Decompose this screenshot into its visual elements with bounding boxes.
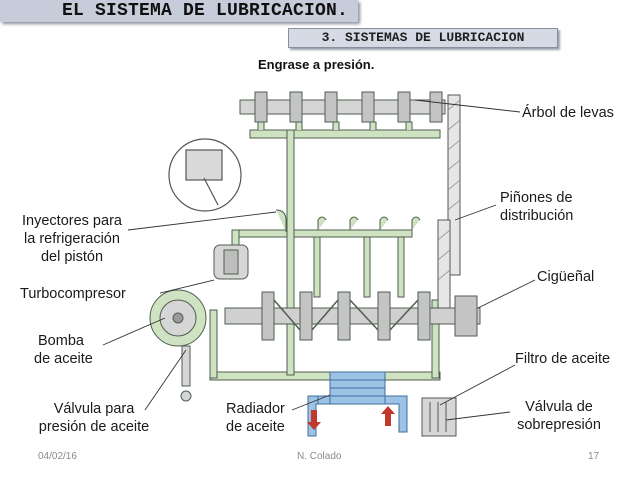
oil-radiator [307,371,408,437]
footer-page-number: 17 [588,451,600,462]
label-pressure-valve-2: presión de aceite [38,419,150,435]
turbocharger [213,244,249,280]
section-title: 3. SISTEMAS DE LUBRICACION [321,30,525,45]
upper-oil-gallery [249,129,441,139]
pump-riser [209,309,218,379]
label-camshaft: Árbol de levas [522,105,614,121]
section-badge: 3. SISTEMAS DE LUBRICACION [288,28,558,48]
label-injectors-2: la refrigeración [24,231,120,247]
injector-branch [275,209,287,232]
label-injectors-1: Inyectores para [22,213,122,229]
label-radiator-2: de aceite [226,419,285,435]
label-relief-valve-2: sobrepresión [517,417,601,433]
label-pump-2: de aceite [34,351,93,367]
filter-riser [431,299,440,379]
oil-pump [149,289,207,347]
pressure-valve [180,345,192,402]
label-timing-gears-1: Piñones de [500,190,573,206]
title-bar: EL SISTEMA DE LUBRICACION. [0,0,358,22]
middle-oil-gallery [231,229,413,238]
camshaft [239,91,446,123]
diagram-caption: Engrase a presión. [258,57,375,72]
slide-title: EL SISTEMA DE LUBRICACION. [62,1,349,21]
label-timing-gears-2: distribución [500,208,574,224]
crankshaft [224,291,481,341]
label-relief-valve-1: Válvula de [525,399,593,415]
label-radiator-1: Radiador [226,401,285,417]
footer-date: 04/02/16 [38,451,77,462]
main-riser [286,129,295,376]
label-injectors-3: del pistón [40,249,104,265]
piston-inset [168,138,242,212]
oil-filter [421,397,457,437]
footer-author: N. Colado [297,451,342,462]
label-crankshaft: Cigüeñal [537,269,595,285]
flow-arrows [307,406,395,430]
label-oil-filter: Filtro de aceite [515,351,611,367]
lower-oil-gallery [209,371,441,381]
label-pressure-valve-1: Válvula para [53,401,135,417]
label-pump-1: Bomba [38,333,84,349]
label-turbo: Turbocompresor [20,286,126,302]
